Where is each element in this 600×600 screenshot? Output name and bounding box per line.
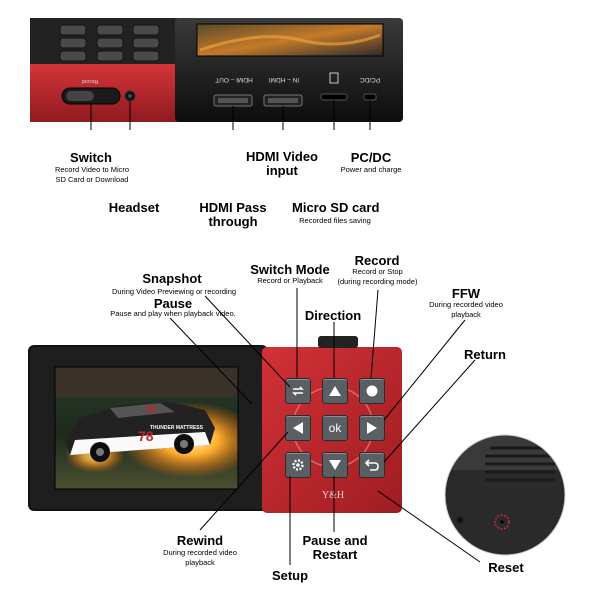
record-desc: Record or Stop (during recording mode): [337, 267, 418, 286]
pc-dc-desc: Power and charge: [340, 165, 402, 174]
up-arrow-icon: [329, 386, 341, 396]
ffw-desc: During recorded video playback: [429, 300, 503, 319]
direction-title: Direction: [304, 308, 362, 323]
rewind-title: Rewind: [176, 533, 224, 548]
rewind-button[interactable]: [285, 415, 311, 441]
record-dot-icon: [366, 385, 378, 397]
bottom-device: 78 78 THUNDER MATTRESS: [28, 336, 402, 513]
right-arrow-icon: [367, 422, 377, 434]
reset-hole: [494, 514, 510, 530]
record-title: Record: [354, 253, 400, 268]
screen-display: 78 78 THUNDER MATTRESS: [55, 367, 238, 489]
switch-desc: Record Video to Micro SD Card or Downloa…: [54, 165, 130, 184]
setup-button[interactable]: [285, 452, 311, 478]
down-arrow-icon: [329, 460, 341, 470]
top-screen: [196, 23, 384, 57]
hdmi-out-port-label: HDMI – OUT: [215, 76, 253, 83]
return-icon: [364, 459, 379, 471]
car-text: THUNDER MATTRESS: [150, 425, 204, 431]
switch-title: Switch: [70, 150, 112, 165]
pause-restart-title: Pause and Restart: [302, 533, 368, 562]
pc-dc-port-label: PC/DC: [360, 76, 381, 83]
direction-up-button[interactable]: [322, 378, 348, 404]
snapshot-title: Snapshot: [142, 271, 202, 286]
switch-mode-icon: [292, 386, 304, 396]
rewind-desc: During recorded video playback: [163, 548, 237, 567]
left-arrow-icon: [293, 422, 303, 434]
top-buttons: [59, 24, 160, 62]
hdmi-in-port-label: IN – HDMI: [269, 76, 300, 83]
gear-icon: [292, 459, 304, 471]
svg-text:78: 78: [145, 405, 157, 416]
ok-label: ok: [328, 421, 342, 435]
hdmi-pass-title: HDMI Pass through: [199, 200, 267, 229]
setup-title: Setup: [271, 568, 309, 583]
micro-sd-desc: Recorded files saving: [299, 216, 371, 225]
micro-sd-title: Micro SD card: [292, 200, 380, 215]
snapshot-desc: During Video Previewing or recording: [111, 287, 237, 296]
switch-mini-label: Record: [82, 78, 98, 84]
headset-title: Headset: [108, 200, 160, 215]
ffw-title: FFW: [451, 286, 481, 301]
top-device: Record HDMI – OUT IN – HDMI PC/DC: [30, 18, 403, 130]
pause-desc: Pause and play when playback video.: [110, 309, 236, 318]
ok-button[interactable]: ok: [322, 415, 348, 441]
pc-dc-title: PC/DC: [350, 150, 392, 165]
reset-title: Reset: [488, 560, 524, 575]
pause-title: Pause: [153, 296, 193, 311]
switch-mode-button[interactable]: [285, 378, 311, 404]
direction-down-button[interactable]: [322, 452, 348, 478]
hdmi-input-title: HDMI Video input: [246, 149, 318, 178]
switch-mode-title: Switch Mode: [250, 262, 330, 277]
switch-mode-desc: Record or Playback: [257, 276, 323, 285]
brand-label: Y&H: [321, 490, 345, 501]
record-button[interactable]: [359, 378, 385, 404]
race-car: 78 78 THUNDER MATTRESS: [65, 402, 215, 462]
return-button[interactable]: [359, 452, 385, 478]
car-number: 78: [138, 428, 154, 444]
return-title: Return: [464, 347, 506, 362]
ffw-button[interactable]: [359, 415, 385, 441]
reset-zoom-inset: [443, 433, 567, 557]
